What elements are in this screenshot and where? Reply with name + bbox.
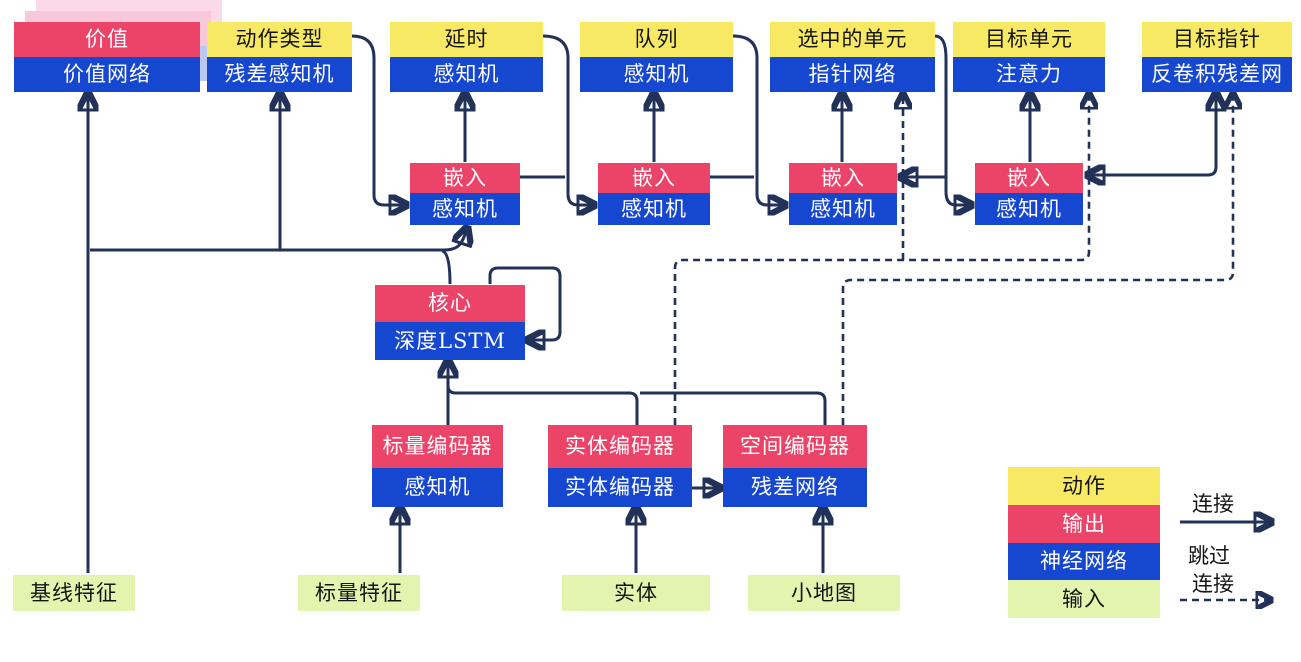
skip-spatial-to-target-point (841, 97, 1233, 425)
edge-core-self-loop (488, 266, 562, 340)
node-target-unit-title: 目标单元 (953, 22, 1105, 57)
edge-selected-units-to-embed4 (934, 34, 968, 205)
node-delay: 延时 感知机 (390, 22, 543, 92)
node-value-network: 价值网络 (14, 57, 200, 92)
node-embed1-network: 感知机 (410, 193, 520, 225)
node-embed3-title: 嵌入 (789, 163, 897, 193)
node-target-unit-network: 注意力 (953, 57, 1105, 92)
node-embed2-network: 感知机 (598, 193, 710, 225)
edge-embed4-to-target-point (1100, 97, 1216, 177)
node-embed4-network: 感知机 (975, 193, 1083, 225)
node-action-type-network: 残差感知机 (207, 57, 352, 92)
node-target-unit: 目标单元 注意力 (953, 22, 1105, 92)
node-delay-title: 延时 (390, 22, 543, 57)
legend-action-label: 动作 (1008, 467, 1160, 505)
node-value-title: 价值 (14, 22, 200, 57)
legend-skip-label-line2: 连接 (1192, 572, 1234, 596)
node-selected-units-network: 指针网络 (770, 57, 935, 92)
node-scalar-encoder-title: 标量编码器 (372, 425, 503, 468)
node-baseline-features: 基线特征 (13, 575, 135, 611)
node-embed4: 嵌入 感知机 (975, 163, 1083, 225)
node-action-type: 动作类型 残差感知机 (207, 22, 352, 92)
node-core: 核心 深度LSTM (375, 285, 525, 360)
node-embed3-network: 感知机 (789, 193, 897, 225)
node-baseline-features-label: 基线特征 (13, 575, 135, 611)
legend-connection-label: 连接 (1192, 492, 1234, 516)
node-action-type-title: 动作类型 (207, 22, 352, 57)
node-scalar-features-label: 标量特征 (298, 575, 420, 611)
node-scalar-features: 标量特征 (298, 575, 420, 611)
edge-delay-to-embed2 (542, 34, 591, 205)
node-selected-units: 选中的单元 指针网络 (770, 22, 935, 92)
node-entity-encoder: 实体编码器 实体编码器 (548, 425, 692, 507)
node-embed3: 嵌入 感知机 (789, 163, 897, 225)
edge-core-to-embed1 (443, 231, 466, 252)
node-entities-label: 实体 (562, 575, 710, 611)
node-entity-encoder-title: 实体编码器 (548, 425, 692, 468)
node-target-point-network: 反卷积残差网 (1142, 57, 1292, 92)
node-delay-network: 感知机 (390, 57, 543, 92)
node-spatial-encoder-network: 残差网络 (723, 468, 867, 507)
node-embed1-title: 嵌入 (410, 163, 520, 193)
node-minimap: 小地图 (748, 575, 900, 611)
node-embed2-title: 嵌入 (598, 163, 710, 193)
legend-swatches: 动作 输出 神经网络 输入 (1008, 467, 1160, 618)
node-core-network: 深度LSTM (375, 322, 525, 360)
edge-action-type-to-embed1 (351, 34, 403, 205)
node-value: 价值 价值网络 (14, 22, 200, 92)
node-minimap-label: 小地图 (748, 575, 900, 611)
edge-core-top-riser (441, 249, 452, 285)
edge-entity-encoder-to-core (446, 385, 639, 425)
legend-network-label: 神经网络 (1008, 543, 1160, 580)
node-embed4-title: 嵌入 (975, 163, 1083, 193)
node-embed2: 嵌入 感知机 (598, 163, 710, 225)
node-selected-units-title: 选中的单元 (770, 22, 935, 57)
node-embed1: 嵌入 感知机 (410, 163, 520, 225)
node-spatial-encoder-title: 空间编码器 (723, 425, 867, 468)
node-core-title: 核心 (375, 285, 525, 322)
legend-input-label: 输入 (1008, 580, 1160, 618)
edge-spatial-encoder-to-core (640, 391, 827, 425)
node-entity-encoder-network: 实体编码器 (548, 468, 692, 507)
node-scalar-encoder-network: 感知机 (372, 468, 503, 507)
legend-skip-label-line1: 跳过 (1188, 544, 1230, 568)
node-entities: 实体 (562, 575, 710, 611)
node-spatial-encoder: 空间编码器 残差网络 (723, 425, 867, 507)
skip-entity-to-target-unit (673, 97, 1089, 425)
node-queue-network: 感知机 (580, 57, 733, 92)
edge-queue-to-embed3 (732, 34, 782, 205)
node-scalar-encoder: 标量编码器 感知机 (372, 425, 503, 507)
node-queue: 队列 感知机 (580, 22, 733, 92)
node-queue-title: 队列 (580, 22, 733, 57)
node-target-point: 目标指针 反卷积残差网 (1142, 22, 1292, 92)
legend-output-label: 输出 (1008, 505, 1160, 543)
node-target-point-title: 目标指针 (1142, 22, 1292, 57)
